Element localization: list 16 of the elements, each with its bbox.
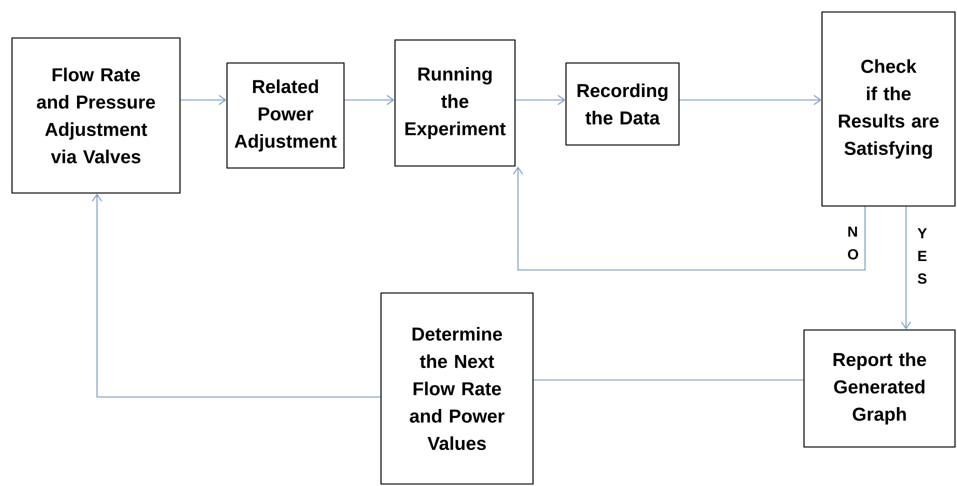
process-box: Running the Experiment: [394, 39, 516, 167]
process-box: Determine the Next Flow Rate and Power Values: [380, 292, 534, 485]
arrow: [680, 94, 822, 106]
process-box: Report the Generated Graph: [803, 329, 956, 448]
edge-label: N O: [848, 226, 858, 260]
process-box: Check if the Results are Satisfying: [821, 11, 956, 207]
process-box: Related Power Adjustment: [226, 62, 345, 169]
arrow: [344, 94, 394, 106]
arrow: [516, 94, 566, 106]
arrow: [900, 206, 912, 330]
arrow: [180, 94, 226, 106]
arrow: [512, 166, 866, 271]
arrow: [92, 194, 380, 398]
process-box: Flow Rate and Pressure Adjustment via Valves: [11, 37, 181, 194]
process-box: Recording the Data: [565, 62, 680, 146]
edge-label: Y E S: [918, 228, 927, 284]
